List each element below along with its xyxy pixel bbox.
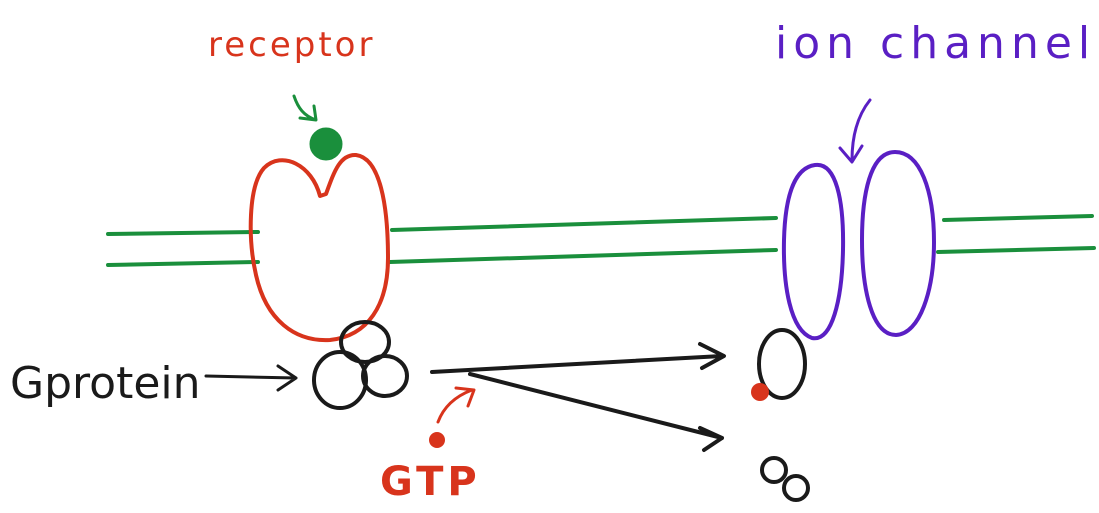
ion-channel-label: ion channel [775, 18, 1097, 69]
g-protein-trimer [312, 320, 409, 410]
gtp-dot [429, 432, 445, 448]
ion-channel-arrow [838, 98, 872, 164]
g-alpha-gtp-dot [751, 383, 769, 401]
g-alpha-subunit [757, 328, 807, 400]
activation-arrows [430, 342, 726, 452]
g-beta-gamma-subunit [760, 456, 810, 502]
ligand-dot [309, 127, 343, 161]
gtp-arrow [436, 386, 476, 424]
ligand-arrow [292, 94, 318, 122]
receptor-label: receptor [208, 25, 376, 65]
receptor-shape [248, 153, 390, 343]
ion-channel-shape [781, 150, 936, 341]
g-protein-pointer-arrow [204, 364, 298, 392]
gtp-label: GTP [380, 459, 481, 505]
g-protein-label: Gprotein [10, 358, 201, 409]
cell-membrane [106, 214, 1096, 267]
